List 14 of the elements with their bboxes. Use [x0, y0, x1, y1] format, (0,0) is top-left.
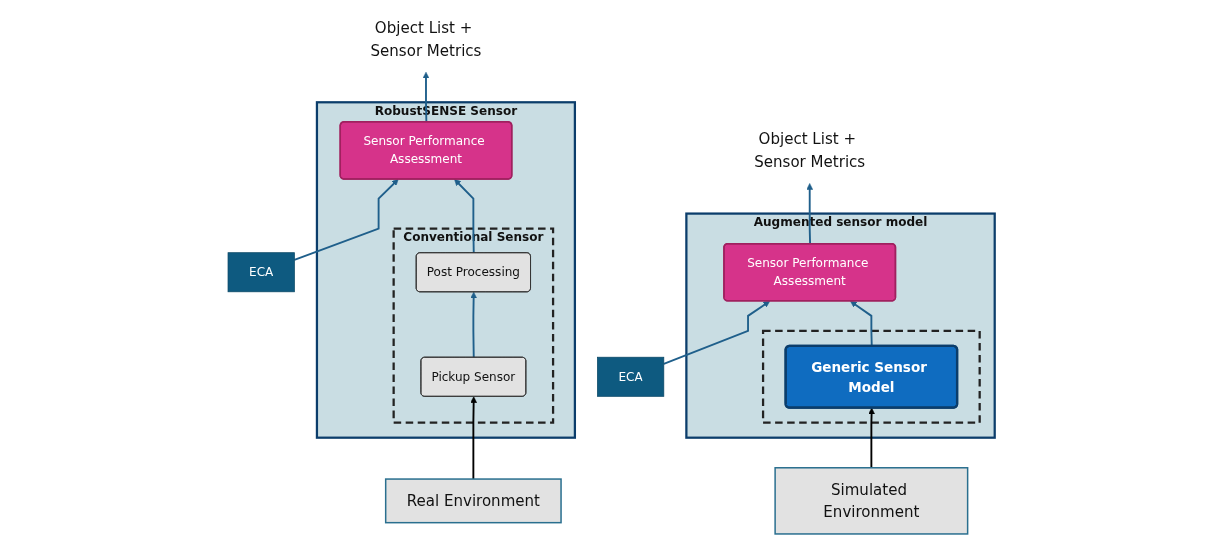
cluster: [762, 329, 981, 424]
node-box: ECA: [227, 252, 295, 293]
node-box: Simulated Environment: [774, 467, 969, 535]
arrow: [470, 396, 478, 480]
node-box: ECA: [597, 356, 665, 397]
arrow: [663, 300, 771, 365]
node-text: Object List + Sensor Metrics: [754, 130, 866, 171]
arrow: [454, 179, 475, 254]
node-text: Object List + Sensor Metrics: [370, 18, 482, 60]
arrow: [806, 183, 814, 245]
arrow: [470, 291, 478, 359]
node-box: Real Environment: [385, 478, 562, 524]
arrow: [293, 179, 399, 261]
arrow: [868, 407, 876, 469]
